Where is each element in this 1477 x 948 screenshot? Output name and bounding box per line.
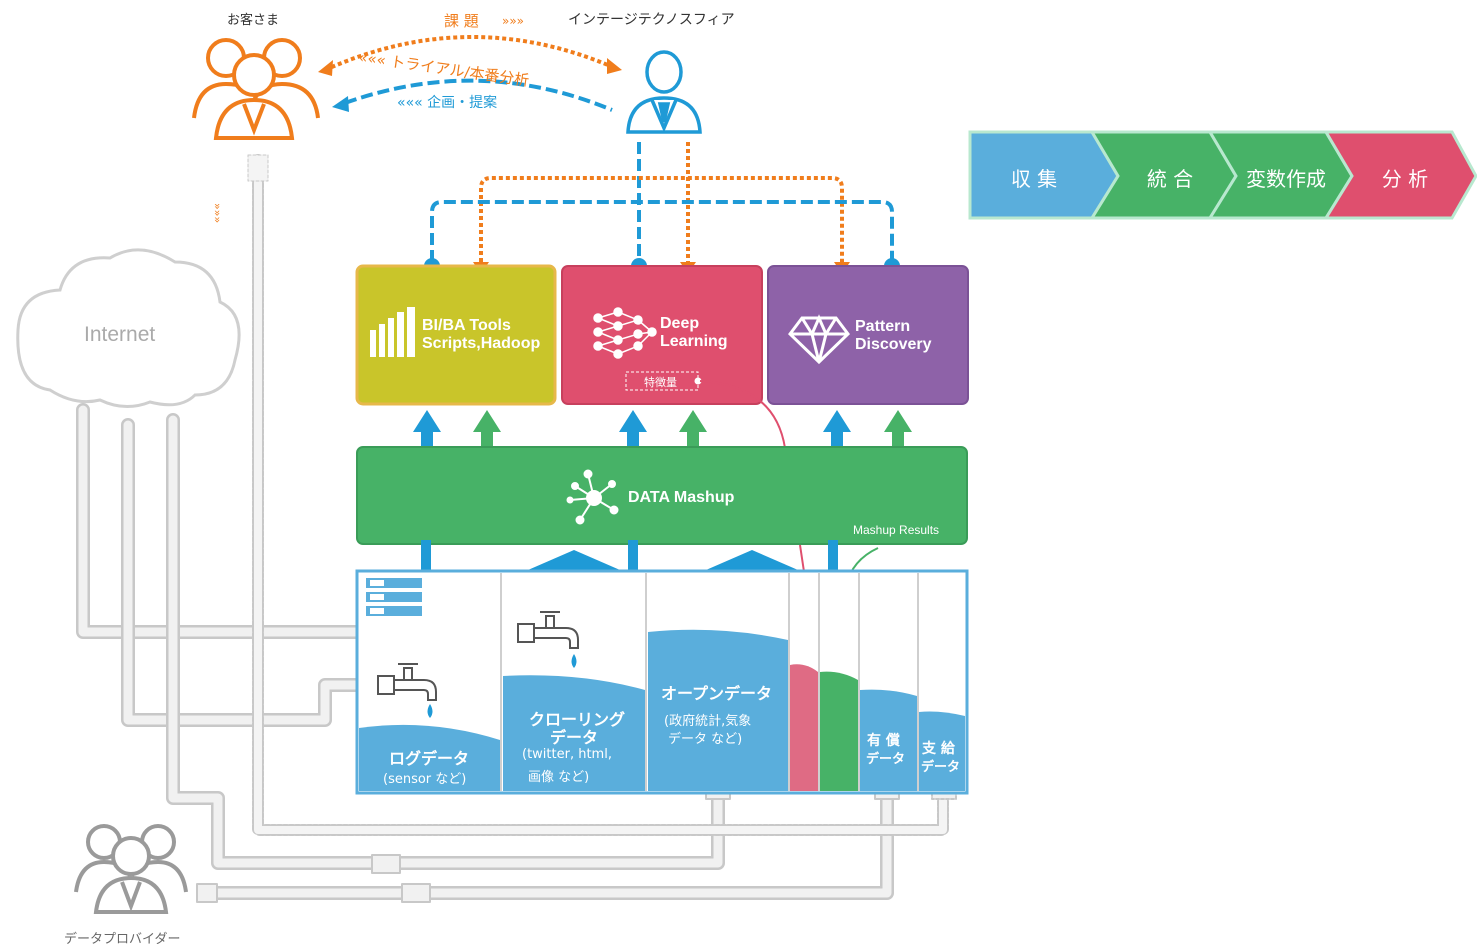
issue-arrow: [324, 35, 616, 72]
customer-label: お客さま: [227, 13, 280, 28]
network-icon: [566, 469, 619, 525]
pattern-line2: Discovery: [855, 336, 932, 353]
neural-network-icon: [593, 307, 657, 359]
diamond-icon: [788, 314, 850, 365]
open-data-sub2: データ など): [668, 732, 743, 747]
data-mashup-bar: [356, 446, 968, 545]
faucet-icon: [377, 663, 437, 701]
supply-data-title1: 支 給: [922, 741, 955, 757]
process-steps: [968, 130, 1477, 220]
pipes: [76, 154, 957, 903]
proposal-arrow: [344, 78, 613, 112]
pipe-provider-paid: [198, 783, 894, 900]
feature-label: 特徴量: [644, 376, 677, 389]
step-collect-label: 収 集: [1010, 167, 1058, 191]
upward-arrows: [413, 410, 912, 455]
deep-learning-line2: Learning: [660, 333, 728, 350]
internet-cloud-icon: [16, 248, 241, 408]
bi-tools-line2: Scripts,Hadoop: [422, 335, 541, 352]
data-provider-icon: [74, 824, 188, 914]
proposal-label: ««« 企画・提案: [397, 95, 498, 111]
crawl-data-sub2: 画像 など): [528, 770, 590, 785]
pattern-line1: Pattern: [855, 318, 911, 335]
customer-icon: [192, 38, 320, 140]
paid-data-title1: 有 償: [867, 733, 900, 749]
open-data-title: オープンデータ: [661, 684, 773, 703]
step-integrate-label: 統 合: [1146, 167, 1194, 191]
log-data-sub: (sensor など): [383, 772, 467, 787]
company-person-icon: [626, 50, 702, 134]
log-data-title: ログデータ: [389, 749, 470, 768]
crawl-data-title1: クローリング: [529, 710, 626, 729]
crawl-data-sub1: (twitter, html,: [522, 747, 612, 762]
crawl-data-title2: データ: [550, 728, 599, 747]
company-label: インテージテクノスフィア: [568, 12, 735, 28]
issue-arrows-text: »»»: [502, 14, 525, 28]
down-chevrons: »»»: [211, 203, 224, 224]
bi-tools-box: [355, 264, 557, 406]
internet-label: Internet: [84, 323, 156, 346]
bar-chart-icon: [370, 307, 415, 357]
pattern-discovery-box: [767, 265, 969, 405]
faucet-icon: [517, 611, 579, 649]
data-mashup-label: DATA Mashup: [628, 489, 735, 506]
issue-label: 課 題: [444, 12, 479, 30]
deep-learning-box: [561, 265, 763, 405]
deep-learning-line1: Deep: [660, 315, 700, 332]
server-icon: [366, 578, 422, 616]
company-connectors: [430, 142, 894, 262]
provider-label: データプロバイダー: [64, 932, 181, 947]
data-to-mashup-arrows: [421, 540, 838, 572]
step-analysis: [1323, 130, 1477, 220]
bi-tools-line1: BI/BA Tools: [422, 317, 511, 334]
mashup-results-label: Mashup Results: [853, 523, 940, 537]
step-variables-label: 変数作成: [1246, 167, 1326, 191]
data-tank: [355, 569, 969, 795]
paid-data-title2: データ: [866, 752, 906, 767]
step-analysis-label: 分 析: [1381, 167, 1429, 191]
supply-data-title2: データ: [921, 760, 961, 775]
open-data-sub1: (政府統計,気象: [664, 714, 752, 729]
